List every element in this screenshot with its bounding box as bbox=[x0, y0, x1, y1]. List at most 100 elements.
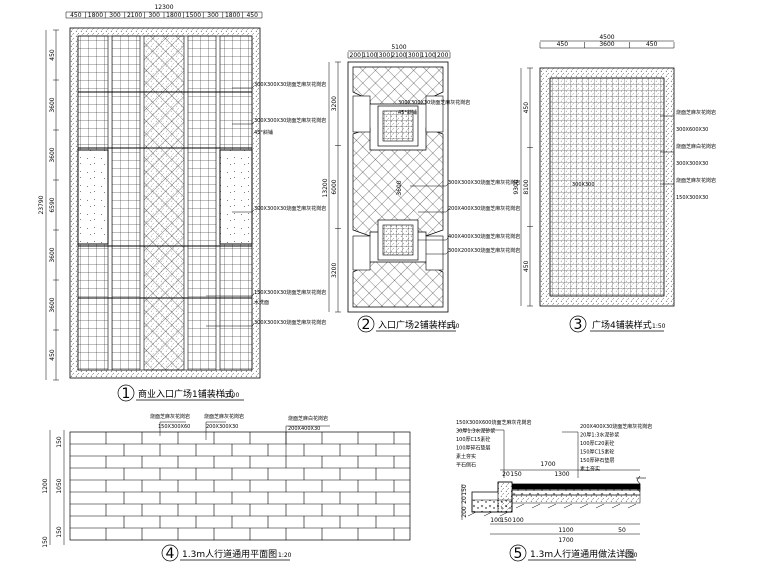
panel-5-top-dim: 1300 bbox=[554, 471, 569, 478]
panel-4-brick-field bbox=[69, 431, 411, 541]
panel-2-callout: 300X200X30烧面芝麻灰花岗岩 bbox=[448, 247, 520, 254]
panel-5-number: 5 bbox=[514, 546, 523, 562]
panel-1-left-segment-dim: 3600 bbox=[49, 97, 56, 112]
panel-5-scale: 1:20 bbox=[624, 552, 638, 559]
panel-1-number-circle bbox=[117, 384, 135, 402]
panel-5-left-callout: 100厚碎石垫层 bbox=[456, 445, 491, 452]
panel-2-top-segment-dim: 200 bbox=[350, 52, 362, 59]
panel-3-number: 3 bbox=[574, 317, 583, 333]
panel-4-dimension: 150 bbox=[56, 436, 63, 448]
panel-1-top-segment-dim: 300 bbox=[109, 12, 121, 19]
panel-2-total-height: 13200 bbox=[322, 178, 329, 197]
panel-1-callout: 300X300X30烧面芝麻灰花岗岩 bbox=[254, 81, 326, 88]
panel-1-left-segment-dim: 3600 bbox=[49, 247, 56, 262]
panel-5-top-dim: 20 bbox=[502, 471, 510, 478]
panel-2-left-segment-dim: 3200 bbox=[331, 96, 338, 111]
panel-3-number-circle bbox=[569, 315, 587, 333]
panel-4-dimension: 150 bbox=[56, 526, 63, 538]
panel-3-callout: 烧面芝麻灰花岗岩 bbox=[676, 177, 716, 184]
panel-1-top-segment-dim: 300 bbox=[207, 12, 219, 19]
panel-5-left-callout: 100厚C15素砼 bbox=[456, 436, 490, 443]
panel-4-callout: 烧面芝麻白花岗岩 bbox=[288, 415, 328, 422]
panel-4-callout: 200X400X30 bbox=[288, 426, 320, 432]
panel-5-bottom-dim: 50 bbox=[618, 527, 626, 534]
panel-5-right-callout: 200X400X30烧面芝麻灰花岗岩 bbox=[580, 423, 652, 430]
panel-3-title: 广场4铺装样式 bbox=[592, 319, 652, 331]
panel-1-grid-column bbox=[111, 35, 141, 371]
panel-1-left-segment-dim: 6590 bbox=[49, 197, 56, 212]
panel-5-gravel-layer bbox=[511, 494, 641, 504]
panel-1-left-segment-dim: 3600 bbox=[49, 147, 56, 162]
panel-5-top-dim: 1700 bbox=[540, 461, 555, 468]
panel-5-top-dim: 150 bbox=[510, 471, 522, 478]
panel-3-left-segment-dim: 450 bbox=[523, 260, 530, 272]
panel-5-left-callout: 素土夯实 bbox=[456, 453, 476, 460]
panel-4-callout: 烧面芝麻灰花岗岩 bbox=[150, 413, 190, 420]
panel-5-left-dim: 20 bbox=[461, 496, 468, 504]
panel-3-total-height: 9300 bbox=[513, 179, 520, 194]
panel-2-number: 2 bbox=[362, 317, 371, 333]
panel-4-title: 1.3m人行道通用平面图 bbox=[182, 548, 277, 560]
panel-3-callout: 烧面芝麻灰花岗岩 bbox=[676, 109, 716, 116]
panel-5-left-dim: 200 bbox=[461, 506, 468, 518]
panel-5-left-callout: 30厚1:3水泥砂浆 bbox=[456, 428, 495, 435]
panel-5-right-callout: 150厚碎石垫层 bbox=[580, 457, 615, 464]
panel-5-number-circle bbox=[509, 544, 527, 562]
panel-2-top-segment-dim: 200 bbox=[437, 52, 449, 59]
panel-5-bottom-dim: 100 bbox=[490, 517, 502, 524]
panel-4-sidewalk-plan: 1200 150 1050 150 150 烧面芝麻灰花岗岩 150X300X60 烧面芝麻… bbox=[42, 413, 411, 562]
panel-1-left-segment-dim: 450 bbox=[49, 349, 56, 361]
panel-3-callout: 150X300X30 bbox=[676, 195, 708, 201]
panel-1-number: 1 bbox=[122, 386, 131, 402]
panel-1-title: 商业入口广场1铺装样式 bbox=[138, 388, 234, 400]
panel-1-callout: 水洗面 bbox=[254, 299, 269, 306]
panel-2-top-segment-dim: 1100 bbox=[421, 52, 436, 59]
panel-5-right-callout: 100厚C20素砼 bbox=[580, 440, 614, 447]
panel-1-feature-block bbox=[77, 149, 109, 245]
panel-2-callout: 45°斜铺 bbox=[398, 109, 417, 116]
panel-2-top-segment-dim: 2100 bbox=[391, 52, 406, 59]
panel-5-bottom-dim: 1700 bbox=[558, 537, 573, 544]
panel-5-compacted-soil bbox=[467, 503, 637, 517]
panel-4-callout: 200X300X30 bbox=[206, 424, 238, 430]
panel-5-concrete-layer bbox=[511, 488, 641, 496]
panel-3-left-segment-dim: 8100 bbox=[523, 179, 530, 194]
panel-4-scale: 1:20 bbox=[278, 552, 292, 559]
panel-2-callout: 300X300X30烧面芝麻灰花岗岩 bbox=[448, 179, 520, 186]
panel-2-top-segment-dim: 1100 bbox=[362, 52, 377, 59]
panel-1-callout: 300X300X30烧面芝麻灰花岗岩 bbox=[254, 319, 326, 326]
panel-5-paving-layer bbox=[512, 484, 640, 489]
panel-5-bottom-dim: 1100 bbox=[558, 527, 573, 534]
panel-2-left-segment-dim: 6000 bbox=[331, 179, 338, 194]
panel-5-left-dim: 150 bbox=[461, 484, 468, 496]
panel-3-callout: 300X600X30 bbox=[676, 127, 708, 133]
panel-4-callout: 150X300X60 bbox=[158, 424, 190, 430]
panel-3-top-segment-dim: 3600 bbox=[599, 41, 614, 48]
panel-5-right-callout: 150厚C15素砼 bbox=[580, 449, 614, 456]
panel-3-callout: 烧面芝麻白花岗岩 bbox=[676, 143, 716, 150]
panel-2-inner-dim: 3600 bbox=[396, 180, 403, 195]
panel-1-top-segment-dim: 300 bbox=[148, 12, 160, 19]
panel-1-top-segment-dim: 450 bbox=[70, 12, 82, 19]
panel-5-right-callout: 20厚1:3水泥砂浆 bbox=[580, 432, 619, 439]
panel-3-total-width: 4500 bbox=[599, 34, 614, 41]
panel-1-top-segment-dim: 1800 bbox=[166, 12, 181, 19]
panel-4-dimension: 150 bbox=[42, 536, 49, 548]
panel-4-dimension: 1200 bbox=[42, 478, 49, 493]
panel-1-total-height: 23790 bbox=[38, 195, 45, 214]
panel-1-top-segment-dim: 1800 bbox=[88, 12, 103, 19]
panel-5-right-callout: 素土夯实 bbox=[580, 466, 600, 473]
panel-3-callout: 300X300X30 bbox=[676, 161, 708, 167]
panel-1-top-segment-dim: 450 bbox=[246, 12, 258, 19]
panel-5-bottom-dim: 150 bbox=[500, 517, 512, 524]
panel-1-top-segment-dim: 1800 bbox=[225, 12, 240, 19]
panel-2-callout: 400X400X30烧面芝麻灰花岗岩 bbox=[448, 233, 520, 240]
panel-1-left-segment-dim: 3600 bbox=[49, 297, 56, 312]
panel-4-dimension: 1050 bbox=[56, 478, 63, 493]
panel-2-title: 入口广场2铺装样式 bbox=[378, 319, 456, 331]
panel-5-sidewalk-section: 150X300X600烧面芝麻灰花岗岩30厚1:3水泥砂浆100厚C15素砼10… bbox=[456, 419, 652, 562]
panel-3-left-segment-dim: 450 bbox=[523, 102, 530, 114]
panel-3-inner-label: 300X300 bbox=[572, 182, 595, 188]
